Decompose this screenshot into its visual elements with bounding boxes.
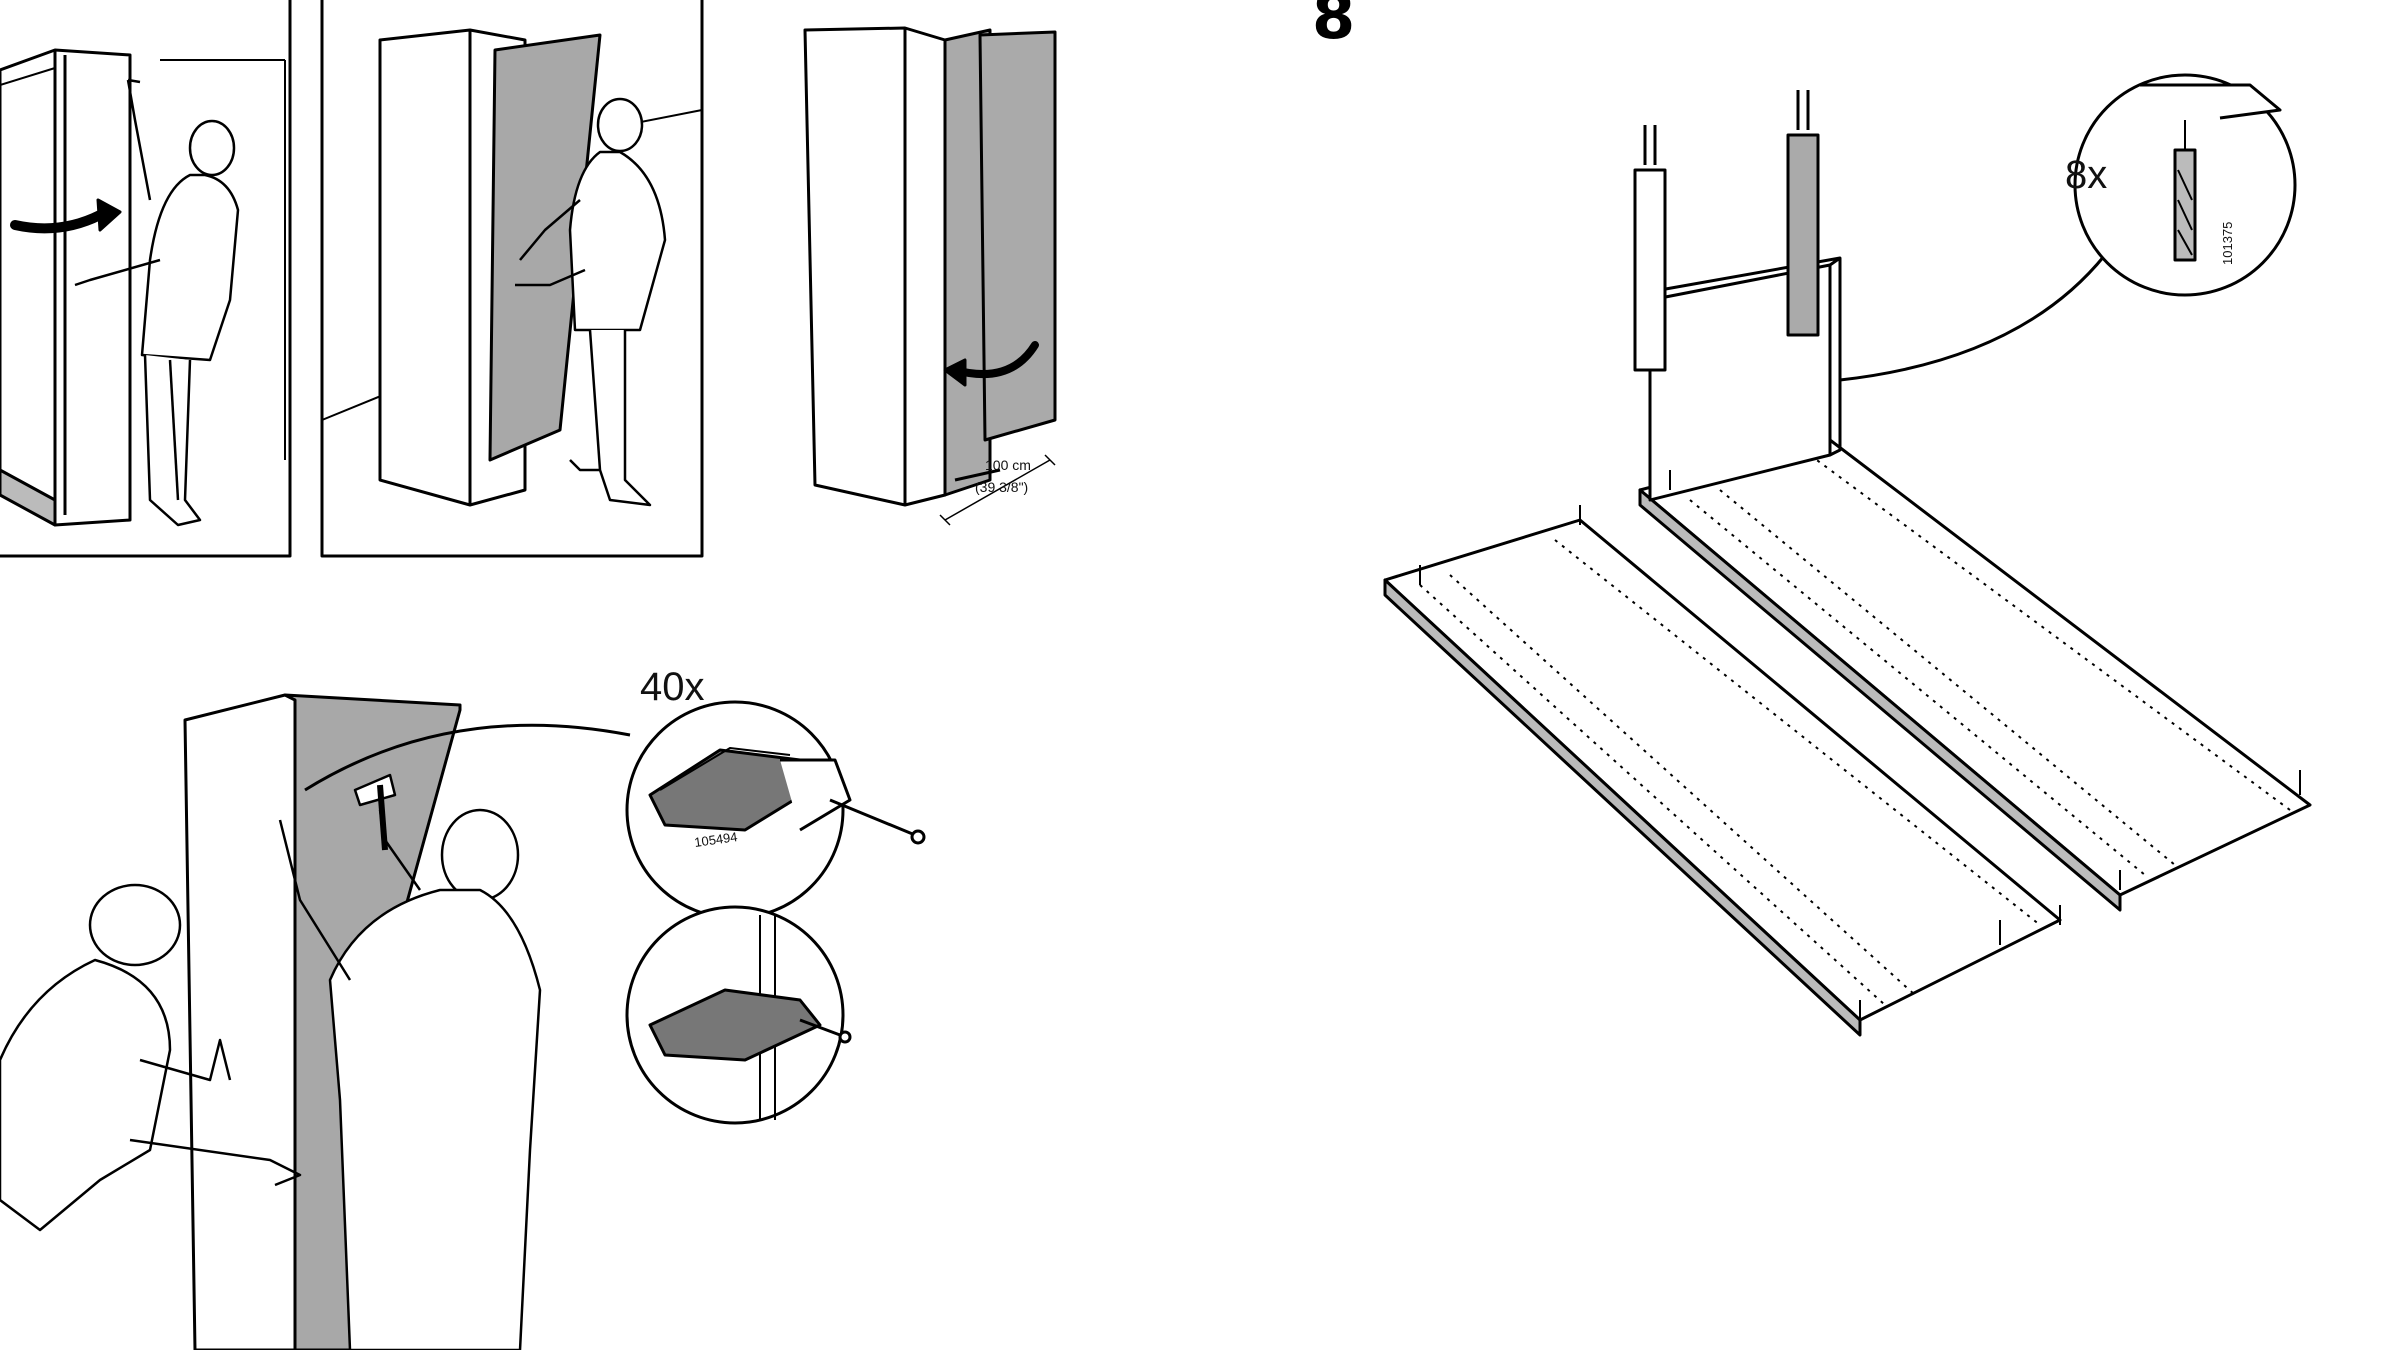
person-figure-left [0, 883, 302, 1232]
nail-quantity: 40x [640, 665, 705, 709]
panel-tip-wardrobe [0, 0, 292, 558]
panel-place-panel [320, 0, 704, 558]
panel-frame [320, 0, 704, 558]
person-figure-right [278, 808, 542, 1350]
dowel-part-number: 101375 [2220, 222, 2235, 265]
dowel-strip [1633, 168, 1667, 372]
dowel-quantity: 8x [2065, 153, 2107, 197]
panel-frame [0, 0, 292, 558]
hammer-icon [353, 773, 397, 851]
nail-part-number: 105494 [693, 829, 738, 850]
panel-nail-back: 40x 105494 [0, 665, 926, 1350]
panel-step8-assembly: 8x 101375 [1383, 73, 2312, 1037]
dowel-strip [1786, 133, 1820, 337]
person-figure [74, 78, 240, 527]
person-figure [515, 97, 667, 507]
measurement-metric: 100 cm [985, 457, 1031, 473]
step-number: 8 [1312, 0, 1355, 53]
nail-installed-callout [625, 905, 852, 1125]
nail-detail-callout: 105494 [625, 700, 926, 920]
measurement-imperial: (39 3/8") [975, 479, 1028, 495]
panel-open-door: 100 cm (39 3/8") [803, 26, 1057, 526]
